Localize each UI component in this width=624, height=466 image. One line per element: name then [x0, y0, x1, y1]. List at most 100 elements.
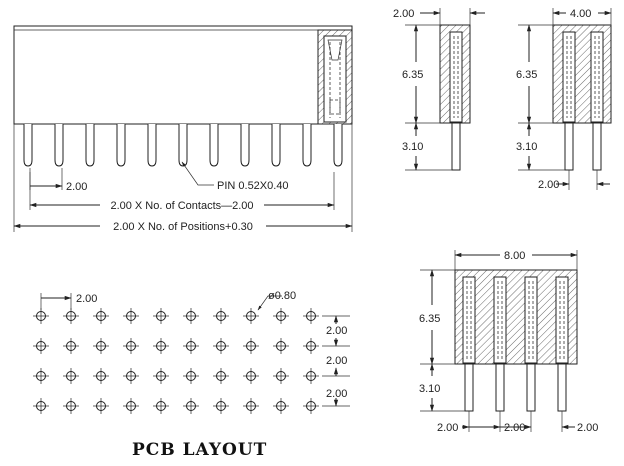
front-pin: [209, 124, 219, 167]
pin-label: PIN 0.52X0.40: [217, 180, 289, 192]
pcb-hole: [63, 308, 79, 324]
front-pin: [333, 124, 343, 167]
pcb-hole: [33, 398, 49, 414]
pcb-hole: [213, 308, 229, 324]
front-pin: [116, 124, 126, 167]
quad-cavity: [524, 276, 538, 364]
contacts-label: 2.00 X No. of Contacts—2.00: [110, 200, 253, 212]
contact-outline: [329, 42, 341, 118]
quad-pitch-label-2: 2.00: [504, 422, 525, 434]
contacts-dim: 2.00 X No. of Contacts—2.00: [29, 172, 335, 212]
contact-spring: [327, 39, 343, 61]
pitch-label: 2.00: [66, 181, 87, 193]
front-pin: [302, 124, 312, 167]
pcb-hole: [303, 308, 319, 324]
pcb-hole: [243, 308, 259, 324]
single-height-label: 6.35: [402, 69, 423, 81]
quad-height-label: 6.35: [419, 313, 440, 325]
pcb-hole: [303, 398, 319, 414]
pcb-hole: [93, 338, 109, 354]
front-view: 2.00 PIN 0.52X0.40 2.00 X No. of Contact…: [13, 25, 353, 233]
quad-pin: [526, 363, 536, 412]
pcb-hole: [93, 398, 109, 414]
pcb-hole: [183, 398, 199, 414]
front-pitch-dim: 2.00: [29, 168, 87, 193]
positions-label: 2.00 X No. of Positions+0.30: [113, 221, 253, 233]
pcb-hole: [123, 398, 139, 414]
pcb-hole: [213, 338, 229, 354]
pcb-hole: [63, 338, 79, 354]
pcb-hole: [33, 308, 49, 324]
pcb-hole: [243, 338, 259, 354]
contact-tail: [329, 99, 341, 115]
pcb-hole: [123, 308, 139, 324]
pcb-hole: [273, 308, 289, 324]
quad-pitch-label-1: 2.00: [437, 422, 458, 434]
pcb-hole: [33, 338, 49, 354]
pcb-layout-title: PCB LAYOUT: [132, 440, 267, 460]
hole-diameter-label: ø0.80: [268, 290, 296, 302]
pcb-hole: [183, 308, 199, 324]
single-width-label: 2.00: [393, 8, 414, 20]
quad-pin-length-label: 3.10: [419, 383, 440, 395]
quad-pitch-label-3: 2.00: [577, 422, 598, 434]
quad-pin: [495, 363, 505, 412]
pcb-hole: [243, 368, 259, 384]
quad-width-label: 8.00: [504, 250, 525, 262]
pcb-hole: [273, 398, 289, 414]
cutaway-cavity: [323, 35, 347, 123]
single-pin-length-label: 3.10: [402, 141, 423, 153]
front-pin: [271, 124, 281, 167]
pcb-hole: [213, 368, 229, 384]
pcb-holes: [33, 308, 319, 414]
pcb-hole: [93, 308, 109, 324]
front-pin: [178, 124, 188, 167]
row-pitch-label-2: 2.00: [326, 355, 347, 367]
pcb-hole: [183, 338, 199, 354]
pin-leader: PIN 0.52X0.40: [181, 161, 289, 192]
double-pitch-label: 2.00: [538, 179, 559, 191]
pcb-hole: [153, 308, 169, 324]
positions-dim: 2.00 X No. of Positions+0.30: [13, 124, 353, 233]
pcb-hole: [153, 368, 169, 384]
pcb-hole: [93, 368, 109, 384]
pcb-hole: [33, 368, 49, 384]
pcb-hole: [123, 338, 139, 354]
side-view-double: 4.00 6.35 3.10 2.00: [516, 8, 612, 191]
quad-cavity: [555, 276, 569, 364]
pcb-hole: [273, 338, 289, 354]
pcb-hole: [303, 368, 319, 384]
quad-cavity: [493, 276, 507, 364]
side-view-quad: 8.00 6.35 3.10 2.00 2.00 2.00: [419, 250, 598, 434]
front-pin: [147, 124, 157, 167]
quad-cavity: [462, 276, 476, 364]
pcb-hole: [153, 398, 169, 414]
row-pitch-label-1: 2.00: [326, 325, 347, 337]
pcb-pitch-label: 2.00: [76, 293, 97, 305]
front-pin: [85, 124, 95, 167]
pcb-hole: [63, 398, 79, 414]
pcb-hole: [63, 368, 79, 384]
quad-pin: [557, 363, 567, 412]
single-pin: [451, 122, 461, 171]
pcb-hole: [243, 398, 259, 414]
pcb-hole: [123, 368, 139, 384]
pcb-layout: 2.00 ø0.80 2.00 2.00 2.00 PCB LAYOUT: [33, 290, 350, 460]
double-pin-1: [564, 122, 574, 171]
pcb-hole: [183, 368, 199, 384]
double-width-label: 4.00: [570, 8, 591, 20]
pcb-hole: [153, 338, 169, 354]
side-view-single: 2.00 6.35 3.10: [393, 8, 485, 171]
double-height-label: 6.35: [516, 69, 537, 81]
pcb-hole: [303, 338, 319, 354]
pcb-hole: [213, 398, 229, 414]
double-pin-2: [592, 122, 602, 171]
pcb-hole: [273, 368, 289, 384]
front-pins: [23, 124, 343, 167]
quad-pin: [464, 363, 474, 412]
row-pitch-label-3: 2.00: [326, 388, 347, 400]
connector-body: [13, 25, 353, 125]
front-pin: [240, 124, 250, 167]
front-pin: [54, 124, 64, 167]
